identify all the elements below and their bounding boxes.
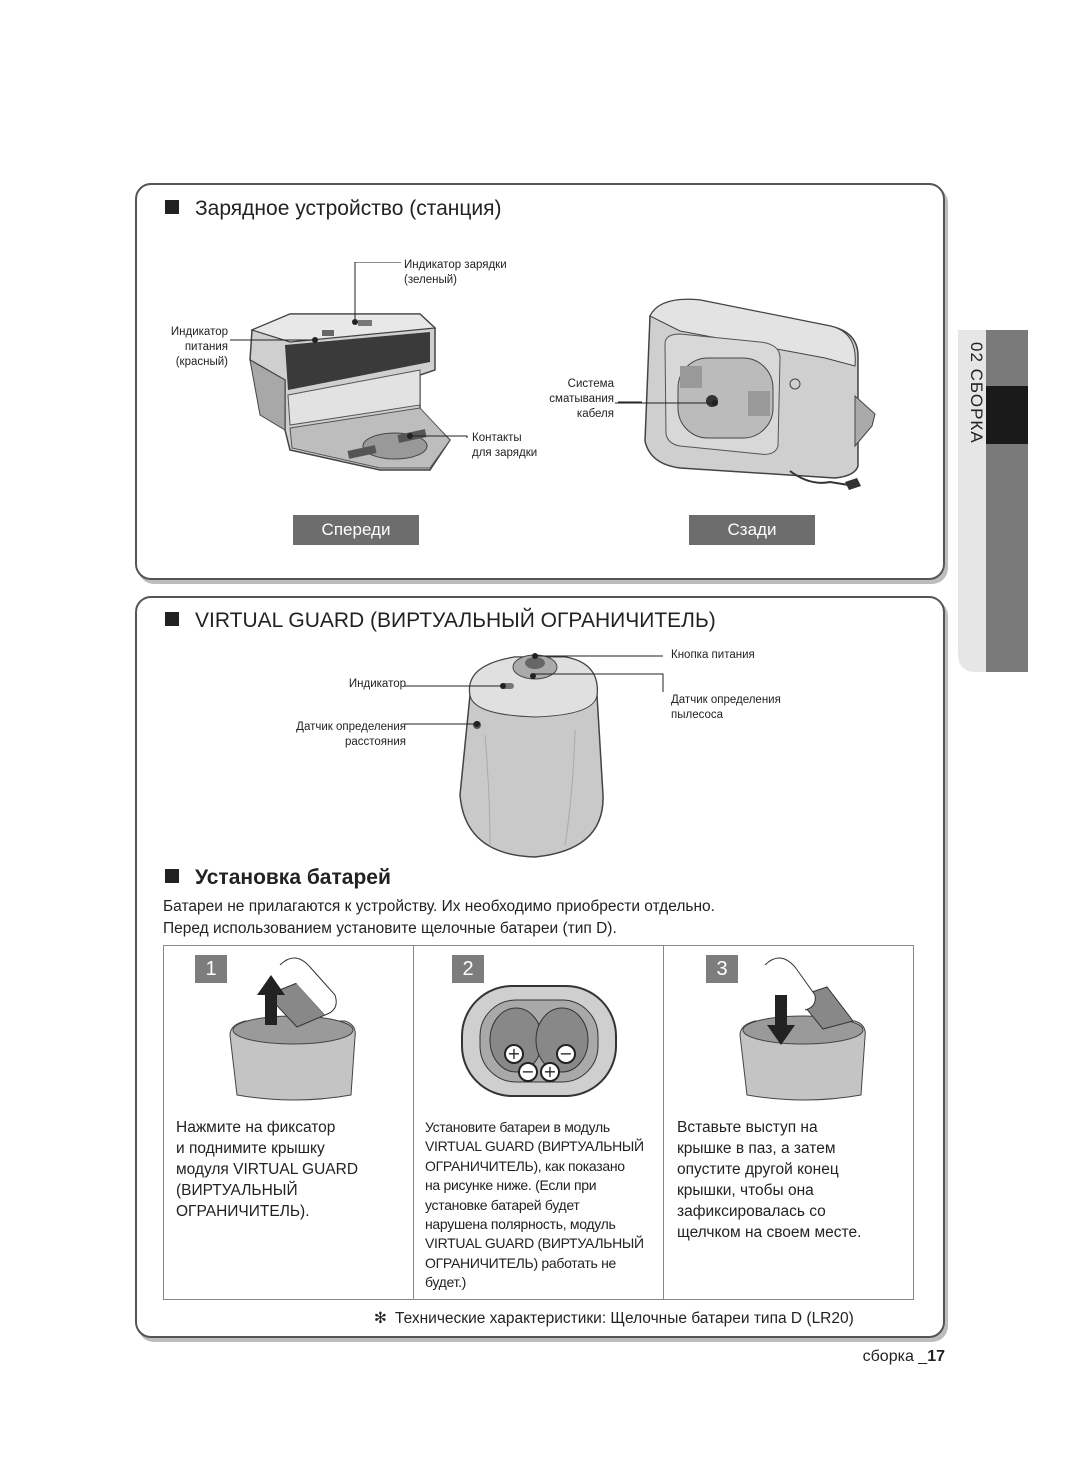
charging-station-back-illustration <box>644 298 876 490</box>
front-view-label: Спереди <box>293 515 419 545</box>
page-footer: сборка _17 <box>863 1348 945 1366</box>
label-charge-contacts: Контакты для зарядки <box>472 432 538 459</box>
leader-lines-guard <box>405 653 664 727</box>
step-2-number: 2 <box>452 955 484 983</box>
battery-heading: Установка батарей <box>165 866 391 890</box>
page-number: 17 <box>927 1348 945 1365</box>
virtual-guard-title: VIRTUAL GUARD (ВИРТУАЛЬНЫЙ ОГРАНИЧИТЕЛЬ) <box>195 609 716 632</box>
bullet-square-icon <box>165 869 179 884</box>
note-asterisk-icon: ✻ <box>374 1310 387 1327</box>
step-1-illustration <box>229 957 356 1101</box>
label-charge-indicator: Индикатор зарядки (зеленый) <box>404 259 507 286</box>
battery-intro-line2: Перед использованием установите щелочные… <box>163 920 617 937</box>
label-cable-winding: Система сматывания кабеля <box>549 378 614 420</box>
steps-table <box>163 945 914 1300</box>
footer-section: сборка _ <box>862 1348 928 1365</box>
label-power-indicator: Индикатор питания (красный) <box>170 326 228 368</box>
charging-station-title: Зарядное устройство (станция) <box>195 197 502 220</box>
step-1-cell <box>163 945 414 1300</box>
step-1-text: Нажмите на фиксатор и поднимите крышку м… <box>176 1119 359 1220</box>
back-view-label: Сзади <box>689 515 815 545</box>
bullet-square-icon <box>165 200 179 215</box>
step-2-cell <box>413 945 664 1300</box>
battery-spec-note: ✻ Технические характеристики: Щелочные ба… <box>374 1309 854 1328</box>
virtual-guard-heading: VIRTUAL GUARD (ВИРТУАЛЬНЫЙ ОГРАНИЧИТЕЛЬ) <box>165 609 716 633</box>
battery-intro-line1: Батареи не прилагаются к устройству. Их … <box>163 898 715 915</box>
label-cleaner-sensor: Датчик определения пылесоса <box>671 694 781 721</box>
label-distance-sensor: Датчик определения расстояния <box>296 721 406 748</box>
chapter-tab: 02 СБОРКА <box>958 330 1028 672</box>
step-2-illustration: + − − + <box>461 985 617 1097</box>
bullet-square-icon <box>165 612 179 627</box>
step-2-text: Установите батареи в модуль VIRTUAL GUAR… <box>425 1119 644 1291</box>
svg-text:+: + <box>543 1062 556 1081</box>
battery-spec-text: Технические характеристики: Щелочные бат… <box>395 1310 854 1327</box>
charging-station-front-illustration <box>249 313 451 471</box>
svg-text:+: + <box>507 1044 520 1063</box>
virtual-guard-illustration <box>459 654 604 858</box>
step-1-number: 1 <box>195 955 227 983</box>
battery-title: Установка батарей <box>195 866 391 889</box>
svg-text:−: − <box>521 1062 534 1081</box>
step-3-text: Вставьте выступ на крышке в паз, а затем… <box>677 1119 862 1241</box>
step-3-illustration <box>739 957 866 1101</box>
svg-text:−: − <box>559 1044 572 1063</box>
label-guard-indicator: Индикатор <box>348 678 406 690</box>
label-power-button: Кнопка питания <box>671 649 755 661</box>
step-3-number: 3 <box>706 955 738 983</box>
chapter-tab-label: 02 СБОРКА <box>967 342 986 444</box>
charging-station-heading: Зарядное устройство (станция) <box>165 197 502 221</box>
